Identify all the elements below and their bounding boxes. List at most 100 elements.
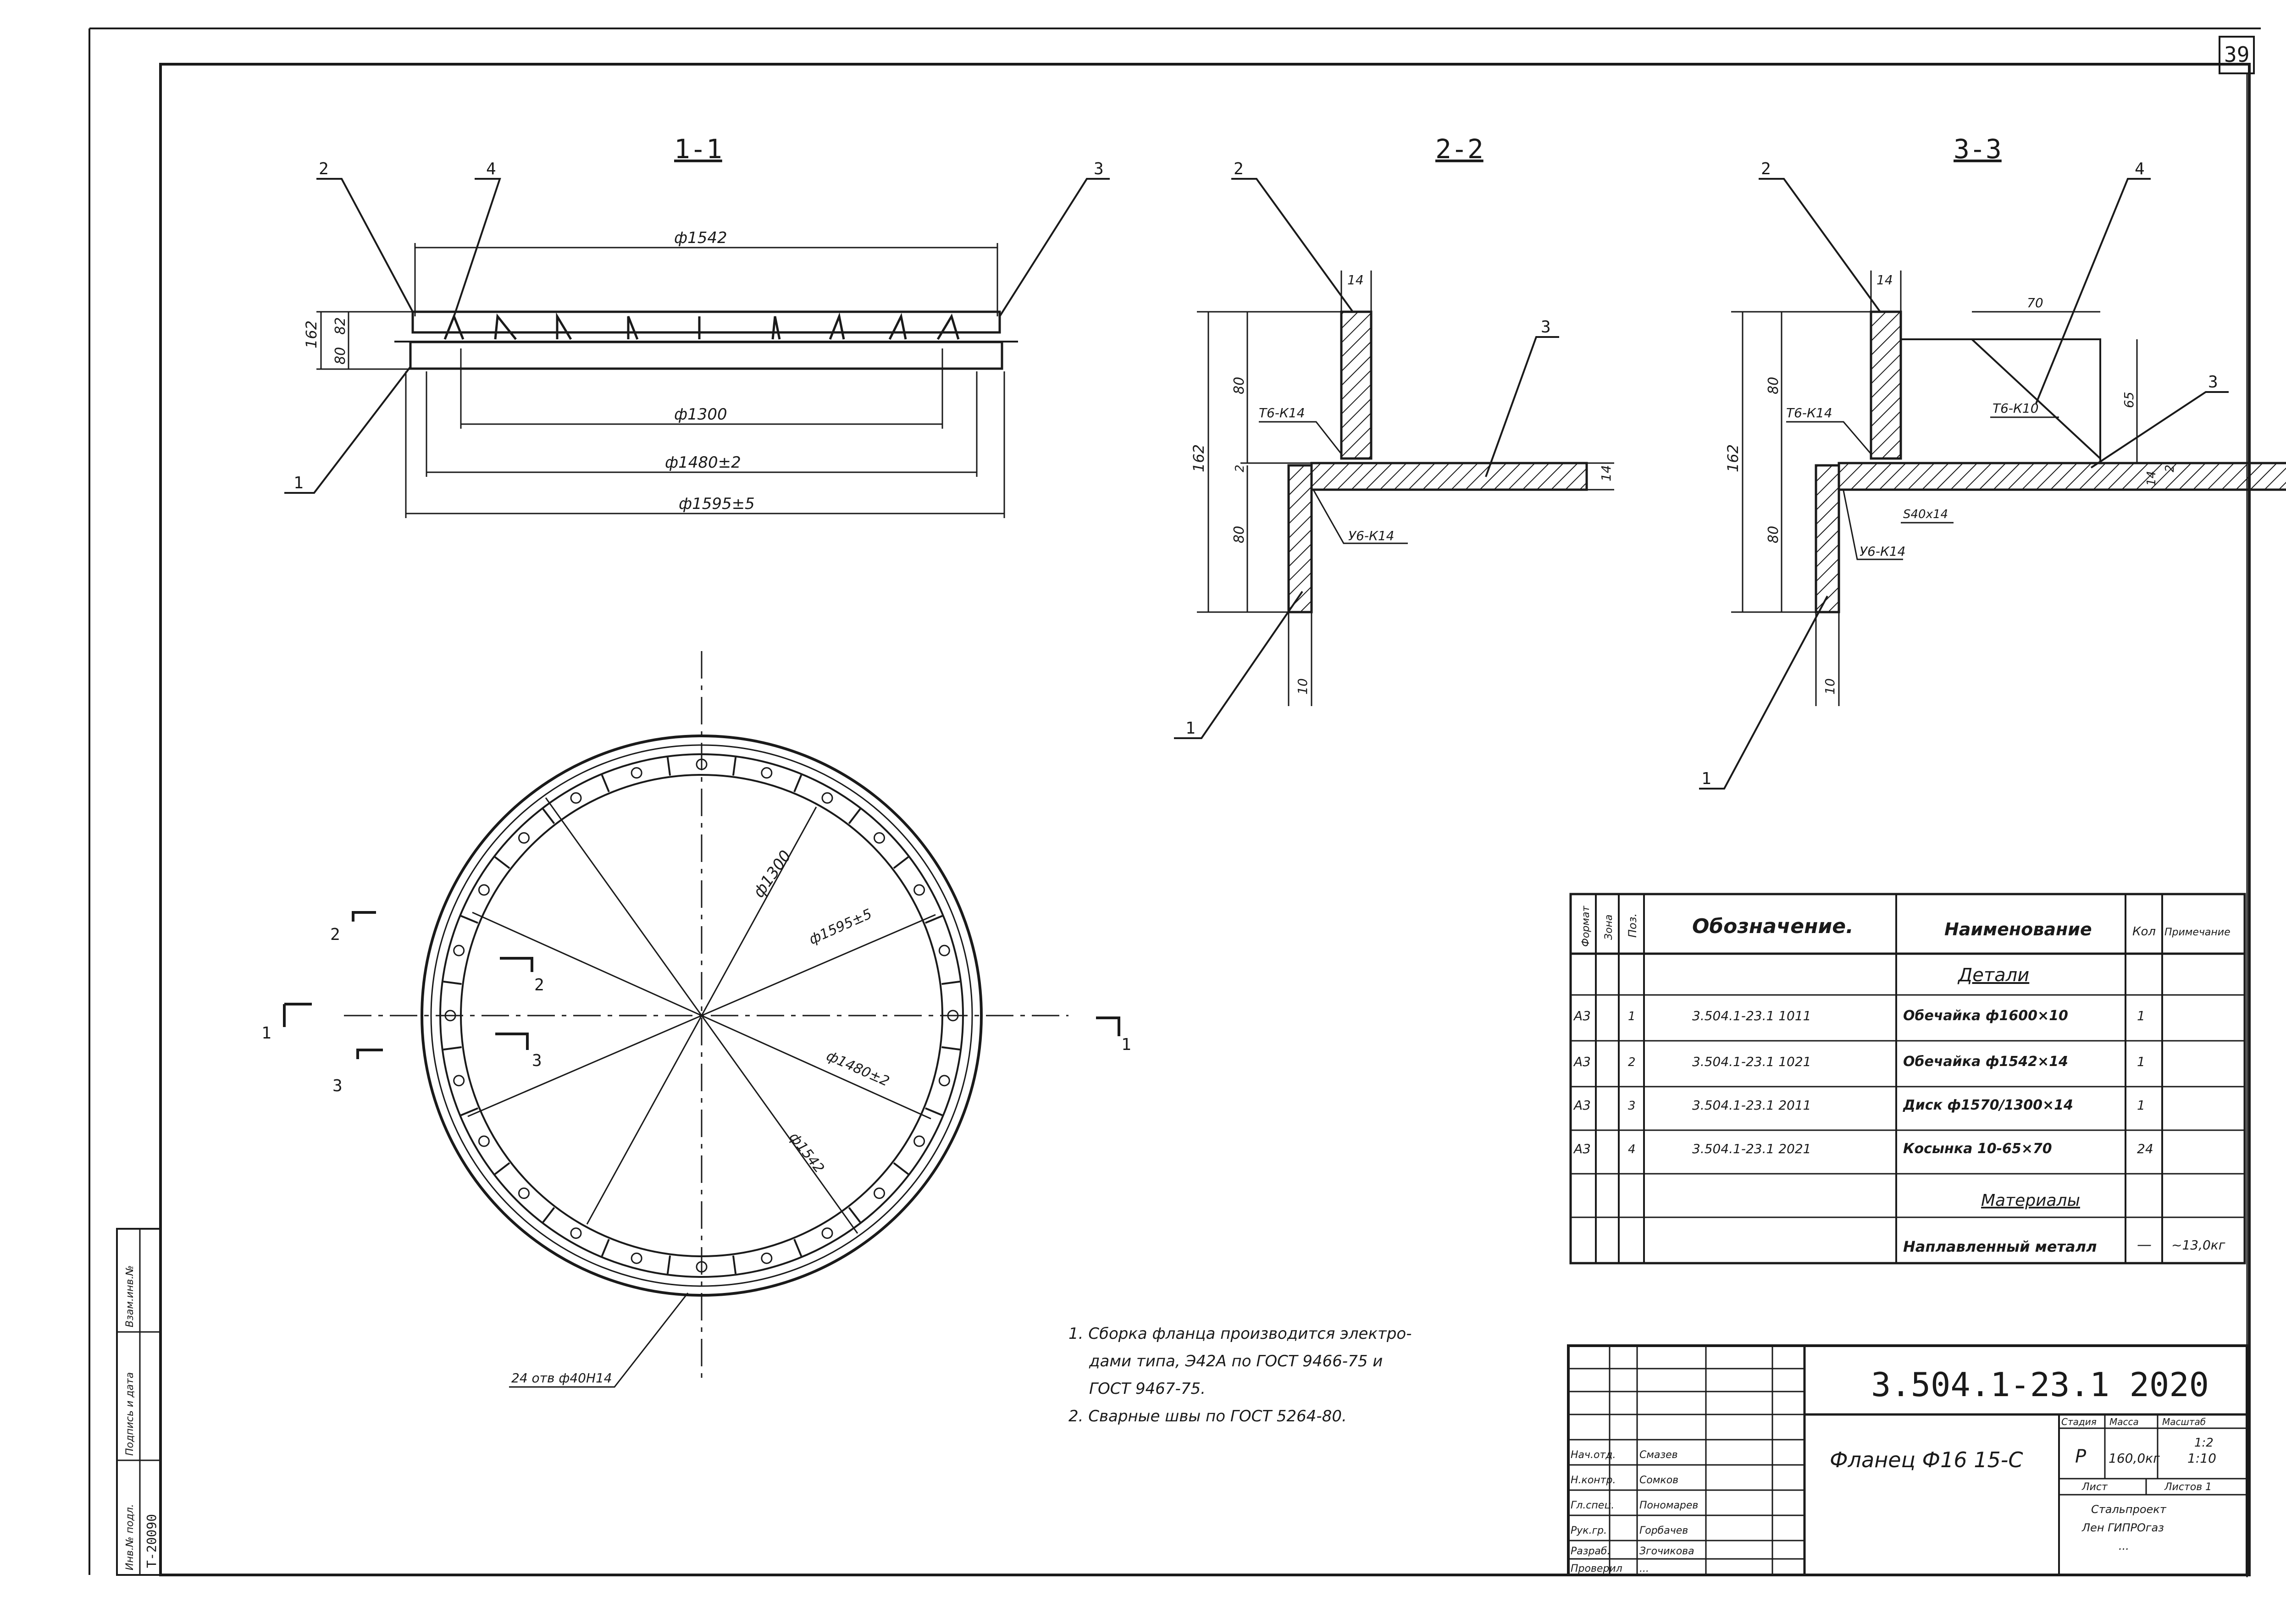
section-3-3: 3-3 162 80 80 14 70 65 2 14 10 S40x14 Т6…: [1699, 133, 2286, 790]
dim-82: 82: [332, 317, 349, 335]
gusset-mark: [666, 1255, 671, 1274]
bolt-hole: [453, 945, 465, 956]
s3-dim-14h: 14: [2145, 471, 2159, 486]
bolt-hole: [518, 1187, 530, 1199]
bolt-hole: [938, 1075, 950, 1087]
s3-dim-162: 162: [1724, 444, 1742, 472]
bolt-hole: [913, 1135, 925, 1147]
s3-dim-s40: S40x14: [1903, 508, 1948, 521]
s2-callout-1: 1: [1185, 719, 1196, 738]
gusset-mark: [925, 1107, 943, 1116]
s3-callout-1: 1: [1701, 769, 1711, 788]
title-block: [1567, 1344, 2248, 1576]
bolt-hole: [696, 1261, 708, 1273]
spec-cell-pos: 1: [1628, 1010, 1636, 1023]
section-1-1-title: 1-1: [674, 133, 722, 165]
plan-holes: 24 отв ф40Н14: [511, 1370, 612, 1386]
spec-cell-qty: 1: [2137, 1054, 2145, 1069]
mark-2-left: 2: [330, 925, 340, 944]
gusset-mark: [494, 856, 510, 869]
note-line-1: 1. Сборка фланца производится электро-: [1068, 1325, 1411, 1343]
hdr-format: Формат: [1580, 906, 1592, 947]
gusset-mark: [893, 856, 909, 869]
bolt-hole: [873, 1187, 885, 1199]
spec-cell-pos: 2: [1628, 1055, 1636, 1069]
gusset-mark: [666, 757, 671, 776]
dim-1480: ф1480±2: [665, 453, 741, 472]
sheet-number: 39: [2224, 42, 2249, 67]
gusset-mark: [925, 915, 943, 924]
plan-view: ф1300 ф1595±5 ф1480±2 ф1542 24 отв ф40Н1…: [261, 651, 1131, 1388]
spec-cell-designation: 3.504.1-23.1 1011: [1692, 1008, 1811, 1023]
s2-dim-2: 2: [1233, 464, 1247, 472]
gusset-mark: [941, 980, 960, 985]
spec-cell-format: А3: [1573, 1098, 1591, 1113]
mark-1-left: 1: [261, 1024, 271, 1043]
s2-weld-u6: У6-К14: [1348, 528, 1395, 543]
section-3-3-title: 3-3: [1954, 133, 2002, 165]
tb-mass-label: Масса: [2109, 1416, 2139, 1427]
mark-1-right: 1: [1121, 1035, 1131, 1054]
gusset-mark: [601, 1239, 610, 1257]
bolt-hole: [913, 884, 925, 896]
gusset-row: [443, 312, 960, 340]
stamp-number: Т-20090: [144, 1514, 159, 1568]
dim-80: 80: [332, 347, 349, 365]
spec-cell-format: А3: [1573, 1054, 1591, 1069]
s3-weld-u6: У6-К14: [1860, 544, 1906, 559]
hdr-qty: Кол: [2132, 925, 2156, 939]
spec-cell-designation: 3.504.1-23.1 2021: [1692, 1141, 1811, 1156]
gusset-mark: [601, 774, 610, 792]
bolt-hole: [947, 1010, 959, 1022]
gusset-mark: [460, 915, 478, 924]
hdr-zone: Зона: [1603, 915, 1615, 940]
bolt-hole: [570, 792, 582, 804]
s3-dim-80a: 80: [1766, 377, 1782, 394]
section-2-2: 2-2 162 80 80 2 14 10 14 Т6-К14 У6-К14: [1174, 133, 1614, 739]
tb-scale-label: Масштаб: [2162, 1416, 2206, 1427]
bolt-hole: [478, 1135, 490, 1147]
s3-weld-t6k10: Т6-К10: [1993, 401, 2039, 416]
mark-3-inner: 3: [532, 1051, 542, 1070]
s3-weld-t6k14: Т6-К14: [1786, 405, 1832, 420]
spec-cell-qty: 1: [2137, 1008, 2145, 1023]
tb-person: Сомков: [1639, 1475, 1678, 1486]
bolt-hole: [518, 832, 530, 844]
gusset-mark: [793, 774, 803, 792]
s2-callout-3: 3: [1541, 318, 1551, 337]
s3-dim-2: 2: [2163, 464, 2177, 472]
stamp-sign-date: Подпись и дата: [124, 1372, 136, 1456]
bolt-hole: [631, 767, 642, 779]
spec-cell-name: Косынка 10-65×70: [1903, 1141, 2052, 1157]
doc-code: 3.504.1-23.1 2020: [1871, 1365, 2209, 1404]
spec-cell-pos: 4: [1628, 1143, 1636, 1156]
tb-role: Рук.гр.: [1571, 1525, 1607, 1536]
material-note: ~13,0кг: [2171, 1237, 2225, 1253]
hdr-designation: Обозначение.: [1692, 915, 1854, 938]
bolt-hole: [873, 832, 885, 844]
tb-person: Згочикова: [1639, 1546, 1694, 1557]
tb-sheets-label: Листов 1: [2164, 1481, 2212, 1493]
side-stamp: [116, 1228, 161, 1576]
hdr-name: Наименование: [1944, 919, 2092, 939]
tb-role: Проверил: [1571, 1563, 1622, 1574]
stamp-inv-dup: Взам.инв.№: [124, 1265, 136, 1327]
gusset-mark: [494, 1162, 510, 1175]
spec-cell-pos: 3: [1628, 1099, 1636, 1113]
plan-d1595: ф1595±5: [807, 906, 875, 948]
spec-cell-qty: 24: [2137, 1141, 2153, 1156]
tb-role: Нач.отд.: [1571, 1449, 1616, 1461]
gusset-mark: [793, 1239, 803, 1257]
s2-dim-162: 162: [1190, 444, 1207, 472]
s3-dim-70: 70: [2027, 295, 2043, 310]
s2-dim-t14: 14: [1599, 465, 1614, 481]
tb-role: Н.контр.: [1571, 1475, 1616, 1486]
tb-role: Гл.спец.: [1571, 1500, 1614, 1511]
bolt-hole: [570, 1227, 582, 1239]
callout-2: 2: [319, 160, 329, 178]
tb-sheet-label: Лист: [2081, 1481, 2108, 1493]
plan-d1542: ф1542: [786, 1129, 827, 1176]
tb-stage: Р: [2075, 1446, 2087, 1467]
bolt-hole: [696, 758, 708, 770]
spec-cell-designation: 3.504.1-23.1 2011: [1692, 1098, 1811, 1113]
